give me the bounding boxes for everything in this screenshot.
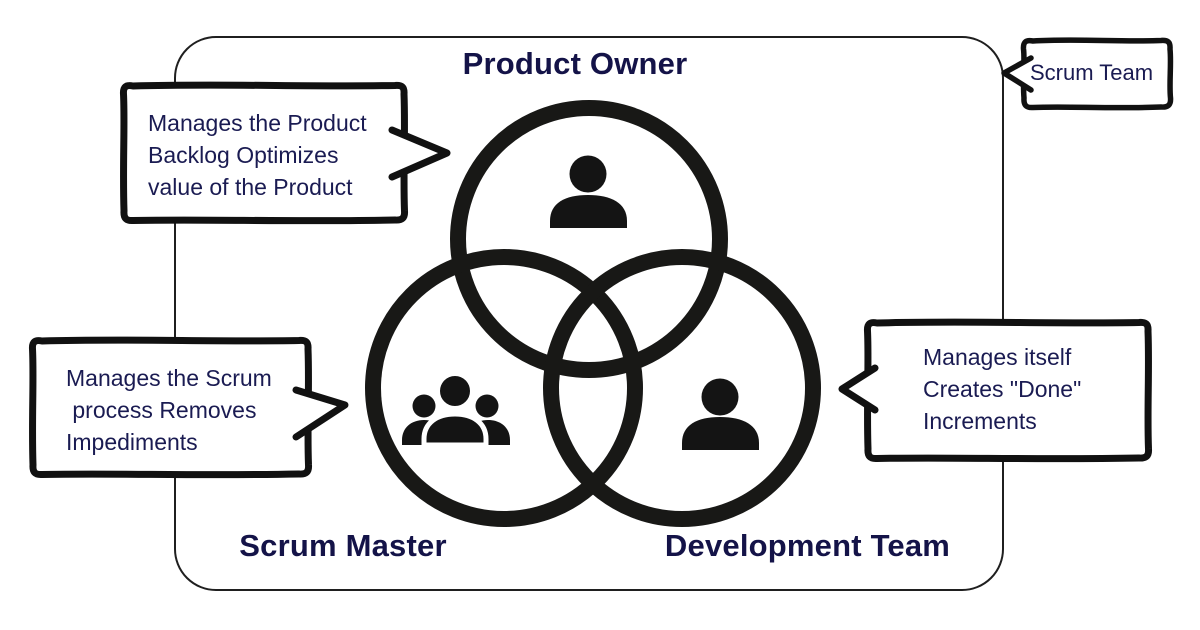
scrum-master-callout: Manages the Scrum process Removes Impedi… (28, 335, 368, 485)
scrum-master-circle (365, 249, 643, 527)
callout-bubble-outline (28, 336, 349, 479)
scrum-master-callout-text: Manages the Scrum process Removes Impedi… (66, 365, 272, 455)
product-owner-callout: Manages the Product Backlog Optimizes va… (119, 81, 460, 232)
scrum-master-label: Scrum Master (239, 528, 447, 563)
development-team-callout-text: Manages itself Creates "Done" Increments (923, 344, 1082, 434)
product-owner-callout-text: Manages the Product Backlog Optimizes va… (148, 110, 367, 200)
development-team-circle (543, 249, 821, 527)
product-owner-circle (450, 100, 728, 378)
scrum-team-tag: Scrum Team (995, 32, 1185, 116)
person-icon (682, 378, 759, 450)
development-team-label: Development Team (664, 528, 951, 563)
person-icon (550, 155, 627, 228)
scrum-team-tag-text: Scrum Team (1030, 60, 1154, 85)
development-team-callout: Manages itself Creates "Done" Increments (828, 315, 1163, 465)
callout-bubble-outline (1001, 37, 1174, 111)
callout-bubble-outline (119, 81, 451, 225)
scrum-team-frame (174, 36, 1004, 591)
callout-bubble-outline (838, 318, 1153, 463)
group-icon (402, 372, 510, 448)
product-owner-label: Product Owner (462, 46, 688, 81)
